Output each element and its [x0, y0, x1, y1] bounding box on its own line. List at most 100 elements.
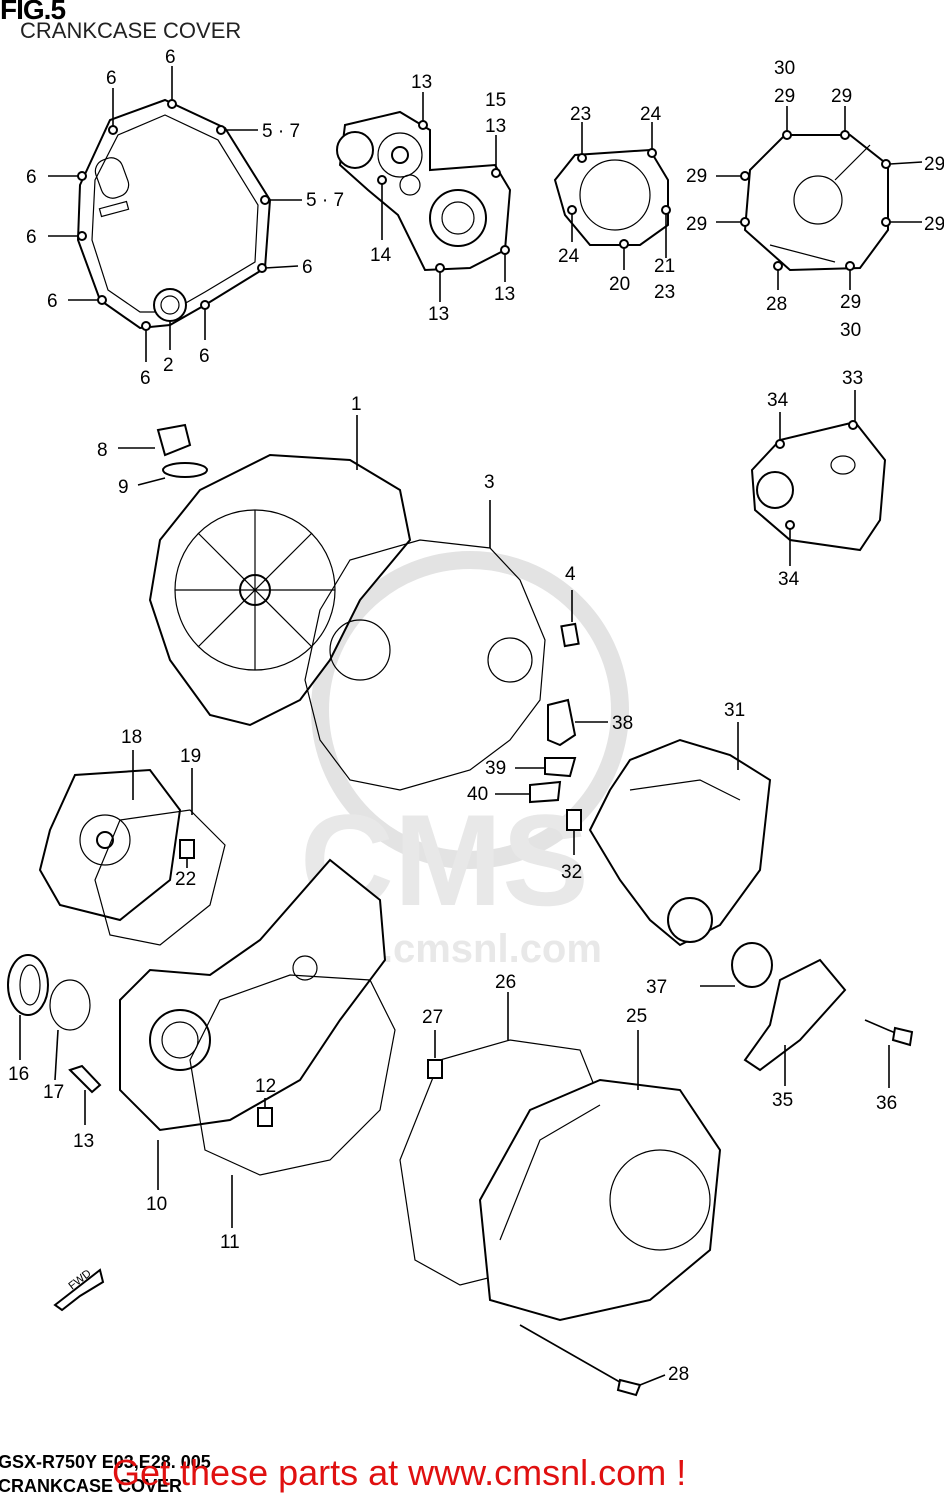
clutch-cover-top [76, 98, 272, 331]
bolt-36 [864, 1019, 914, 1088]
generator-cover-25 [478, 1078, 722, 1322]
callout-8: 8 [97, 440, 108, 461]
callout-5-7: 5 · 7 [262, 121, 300, 142]
signal-generator-cover [553, 148, 671, 249]
callout-30: 30 [774, 58, 795, 79]
callout-34: 34 [767, 390, 789, 411]
generator-cover [740, 130, 891, 272]
bolt-13 [68, 1064, 102, 1125]
callout-11: 11 [220, 1232, 240, 1253]
dowel-22 [179, 839, 195, 868]
callout-leaders-pump [381, 92, 506, 302]
dowel-4 [560, 590, 580, 648]
gasket-19 [94, 809, 226, 946]
dowel-32 [566, 809, 582, 855]
callout-18: 18 [121, 727, 142, 748]
plug-38 [547, 698, 608, 747]
callout-29: 29 [840, 292, 861, 313]
oil-seal-16 [7, 954, 49, 1060]
figure-subtitle: CRANKCASE COVER [20, 18, 242, 43]
callout-leaders-gen [716, 106, 923, 290]
callout-6: 6 [302, 257, 313, 278]
callout-10: 10 [146, 1194, 167, 1215]
callout-13: 13 [494, 284, 515, 305]
footer-caption: CRANKCASE COVER [0, 1476, 183, 1496]
dowel-12 [257, 1098, 273, 1127]
callout-29: 29 [831, 86, 852, 107]
crankcase-cover-main [148, 423, 412, 727]
callout-labels: 6 6 5 · 7 5 · 7 6 6 6 6 6 6 2 13 15 13 1… [8, 47, 944, 1385]
callout-3: 3 [484, 472, 495, 493]
callout-25: 25 [626, 1006, 647, 1027]
callout-34: 34 [778, 569, 800, 590]
callout-6: 6 [165, 47, 176, 68]
callout-leaders-sprocket [779, 390, 856, 566]
callout-29: 29 [774, 86, 795, 107]
callout-2: 2 [163, 355, 174, 376]
callout-5-7: 5 · 7 [306, 190, 344, 211]
callout-6: 6 [26, 227, 37, 248]
o-ring-17 [49, 979, 91, 1081]
callout-6: 6 [199, 346, 210, 367]
callout-17: 17 [43, 1082, 64, 1103]
callout-6: 6 [26, 167, 37, 188]
starter-clutch-cover [588, 738, 772, 947]
dowel-27 [427, 1030, 443, 1079]
callout-39: 39 [485, 758, 506, 779]
callout-12: 12 [255, 1076, 276, 1097]
callout-13: 13 [411, 72, 432, 93]
gasket-11 [189, 974, 396, 1176]
callout-13: 13 [428, 304, 449, 325]
callout-37: 37 [646, 977, 667, 998]
callout-6: 6 [140, 368, 151, 389]
callout-14: 14 [370, 245, 392, 266]
forward-arrow: FWD [53, 1267, 105, 1312]
callout-13: 13 [73, 1131, 94, 1152]
callout-leaders-sg [571, 122, 667, 270]
bracket-35 [743, 958, 847, 1086]
callout-30: 30 [840, 320, 861, 341]
callout-32: 32 [561, 862, 582, 883]
cap-37 [700, 942, 773, 988]
callout-6: 6 [106, 68, 117, 89]
callout-29: 29 [924, 154, 944, 175]
callout-16: 16 [8, 1064, 29, 1085]
callout-29: 29 [686, 214, 707, 235]
callout-28: 28 [766, 294, 787, 315]
callout-23: 23 [570, 104, 591, 125]
callout-leaders-top-left [48, 66, 302, 362]
callout-26: 26 [495, 972, 516, 993]
pump-cover [336, 110, 512, 273]
clutch-cover-10 [119, 858, 387, 1132]
callout-24: 24 [558, 246, 580, 267]
callout-1: 1 [351, 394, 362, 415]
callout-13: 13 [485, 116, 506, 137]
callout-15: 15 [485, 90, 506, 111]
sprocket-cover [750, 420, 887, 552]
callout-38: 38 [612, 713, 633, 734]
figure-number: FIG.5 [0, 0, 66, 25]
callout-19: 19 [180, 746, 201, 767]
callout-31: 31 [724, 700, 745, 721]
model-code: GSX-R750Y E03,E28. 005 [0, 1452, 211, 1472]
call-to-action-link[interactable]: Get these parts at www.cmsnl.com ! [112, 1452, 687, 1493]
callout-33: 33 [842, 368, 863, 389]
callout-20: 20 [609, 274, 630, 295]
callout-35: 35 [772, 1090, 793, 1111]
callout-24: 24 [640, 104, 662, 125]
callout-27: 27 [422, 1007, 443, 1028]
callout-29: 29 [686, 166, 707, 187]
callout-29: 29 [924, 214, 944, 235]
callout-23: 23 [654, 282, 675, 303]
plug-40 [495, 780, 562, 804]
callout-28: 28 [668, 1364, 689, 1385]
callout-40: 40 [467, 784, 488, 805]
callout-21: 21 [654, 256, 675, 277]
callout-9: 9 [118, 477, 129, 498]
callout-22: 22 [175, 869, 196, 890]
callout-36: 36 [876, 1093, 897, 1114]
callout-6: 6 [47, 291, 58, 312]
callout-leaders-main [118, 415, 358, 486]
gasket-3 [304, 539, 546, 791]
